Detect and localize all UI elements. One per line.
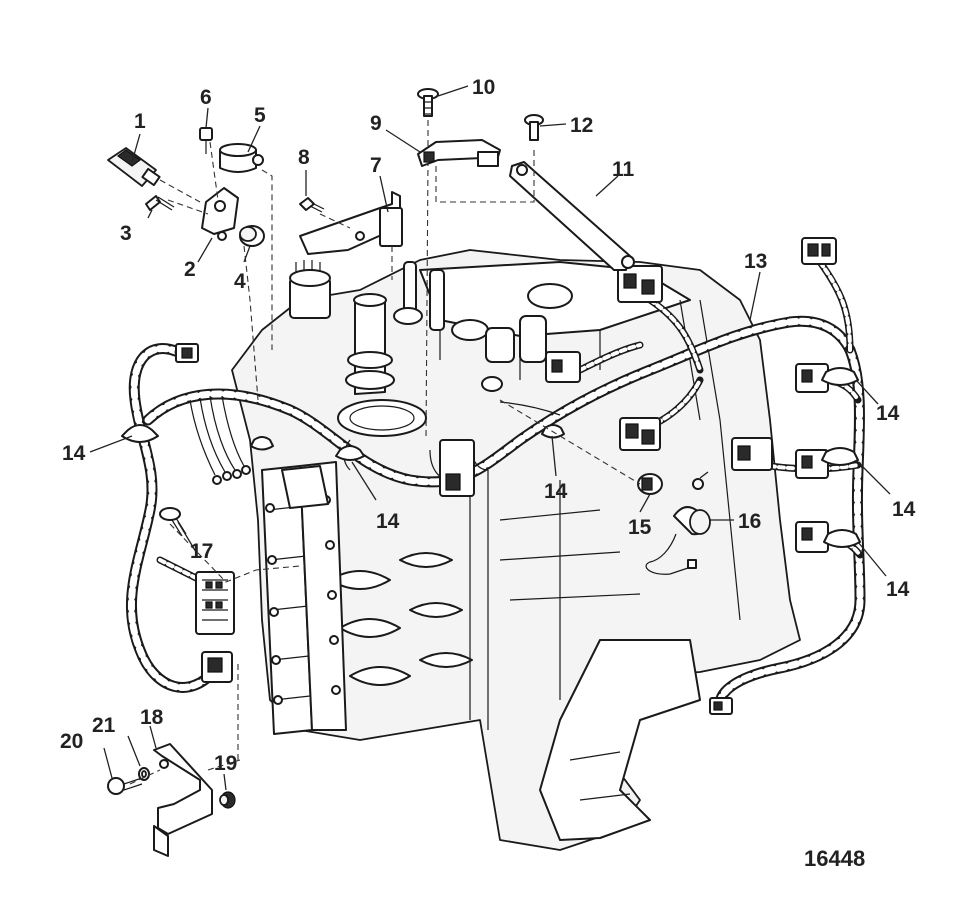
connectors bbox=[175, 237, 837, 715]
callout-8: 8 bbox=[298, 146, 310, 169]
part-16-sensor bbox=[645, 506, 711, 575]
callout-14-left: 14 bbox=[62, 442, 86, 465]
callout-17: 17 bbox=[190, 540, 213, 563]
part-20-bolt bbox=[107, 777, 143, 795]
engine-block bbox=[231, 249, 801, 851]
callout-21: 21 bbox=[92, 714, 116, 737]
part-10-screw bbox=[417, 88, 439, 117]
part-17-screw bbox=[159, 507, 187, 537]
connector-upper-middle bbox=[617, 265, 663, 303]
callout-2: 2 bbox=[184, 258, 196, 281]
callout-9: 9 bbox=[370, 112, 382, 135]
connector-right-middle-b bbox=[795, 449, 829, 479]
callout-14-center-left: 14 bbox=[376, 510, 400, 533]
callout-7: 7 bbox=[370, 154, 382, 177]
callout-5: 5 bbox=[254, 104, 266, 127]
cylinder-bank bbox=[329, 470, 641, 730]
callout-16: 16 bbox=[738, 510, 761, 533]
callout-19: 19 bbox=[214, 752, 237, 775]
terminal-block bbox=[195, 571, 235, 635]
connector-right-middle-a bbox=[731, 437, 773, 471]
harness-clamps bbox=[121, 367, 861, 548]
connector-lower-center bbox=[619, 417, 661, 451]
callout-11: 11 bbox=[612, 158, 635, 181]
part-12-screw bbox=[524, 114, 544, 141]
assembly-lines bbox=[129, 120, 641, 785]
connector-left-bottom bbox=[201, 651, 233, 683]
callout-14-right-lower: 14 bbox=[886, 578, 910, 601]
part-7-bracket bbox=[299, 191, 403, 255]
callout-14-center: 14 bbox=[544, 480, 568, 503]
part-9-bracket bbox=[417, 139, 501, 167]
leader-lines bbox=[89, 85, 891, 791]
connector-top-right bbox=[801, 237, 837, 265]
part-21-washer bbox=[138, 767, 150, 781]
callout-4: 4 bbox=[234, 270, 246, 293]
part-18-bracket bbox=[153, 743, 213, 857]
callout-1: 1 bbox=[134, 110, 146, 133]
part-8-screw bbox=[299, 197, 325, 213]
callout-15: 15 bbox=[628, 516, 652, 539]
callouts: 1 2 3 4 5 6 7 8 9 10 11 12 13 14 14 14 1… bbox=[60, 76, 916, 775]
callout-13: 13 bbox=[744, 250, 767, 273]
connector-left-top bbox=[175, 343, 199, 363]
figure-number: 16448 bbox=[804, 846, 865, 871]
callout-3: 3 bbox=[120, 222, 132, 245]
part-15-sensor bbox=[637, 473, 663, 495]
exploded-parts bbox=[107, 88, 711, 857]
connector-center bbox=[545, 351, 581, 383]
callout-14-right-upper: 14 bbox=[876, 402, 900, 425]
part-11-strap bbox=[509, 161, 635, 271]
connector-right-lower bbox=[795, 521, 829, 553]
part-19-nut bbox=[219, 791, 236, 809]
callout-14-right-middle: 14 bbox=[892, 498, 916, 521]
connector-bottom-right bbox=[709, 697, 733, 715]
part-4-grommet bbox=[239, 225, 265, 247]
connector-center-left bbox=[439, 439, 475, 497]
callout-6: 6 bbox=[200, 86, 212, 109]
part-3-screw bbox=[145, 195, 175, 211]
part-6-screw bbox=[199, 127, 213, 154]
callout-20: 20 bbox=[60, 730, 83, 753]
part-5-clamp bbox=[219, 143, 264, 173]
callout-12: 12 bbox=[570, 114, 593, 137]
callout-10: 10 bbox=[472, 76, 495, 99]
part-1-sensor bbox=[107, 147, 161, 187]
callout-18: 18 bbox=[140, 706, 164, 729]
part-2-bracket bbox=[201, 187, 239, 241]
part-small-nut bbox=[692, 471, 709, 490]
